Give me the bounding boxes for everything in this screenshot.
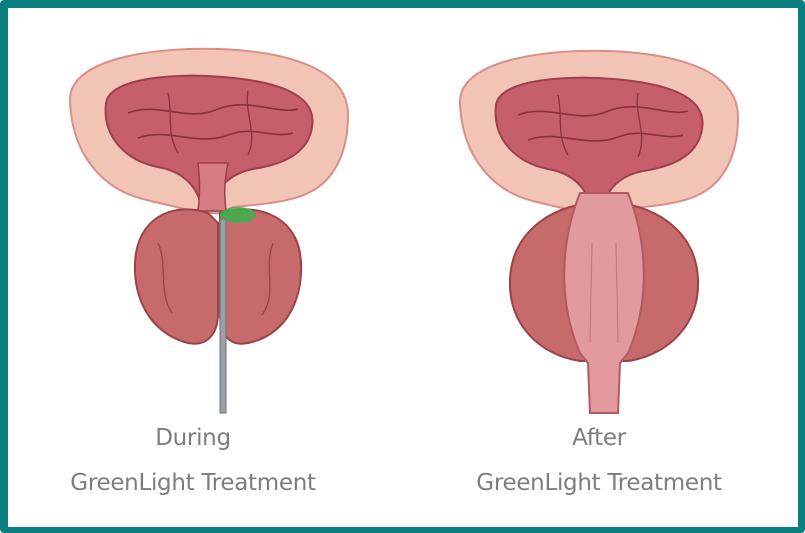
- during-caption-line1: During: [33, 416, 353, 461]
- during-caption: During GreenLight Treatment: [33, 416, 353, 506]
- after-treatment-illustration: [440, 43, 760, 423]
- laser-fiber: [220, 219, 226, 413]
- after-caption-line2: GreenLight Treatment: [439, 461, 759, 506]
- during-treatment-illustration: [48, 43, 368, 423]
- after-caption: After GreenLight Treatment: [439, 416, 759, 506]
- open-channel: [564, 193, 644, 413]
- during-caption-line2: GreenLight Treatment: [33, 461, 353, 506]
- prostate-left-lobe: [135, 209, 218, 343]
- after-caption-line1: After: [439, 416, 759, 461]
- prostate-right-lobe: [220, 209, 301, 343]
